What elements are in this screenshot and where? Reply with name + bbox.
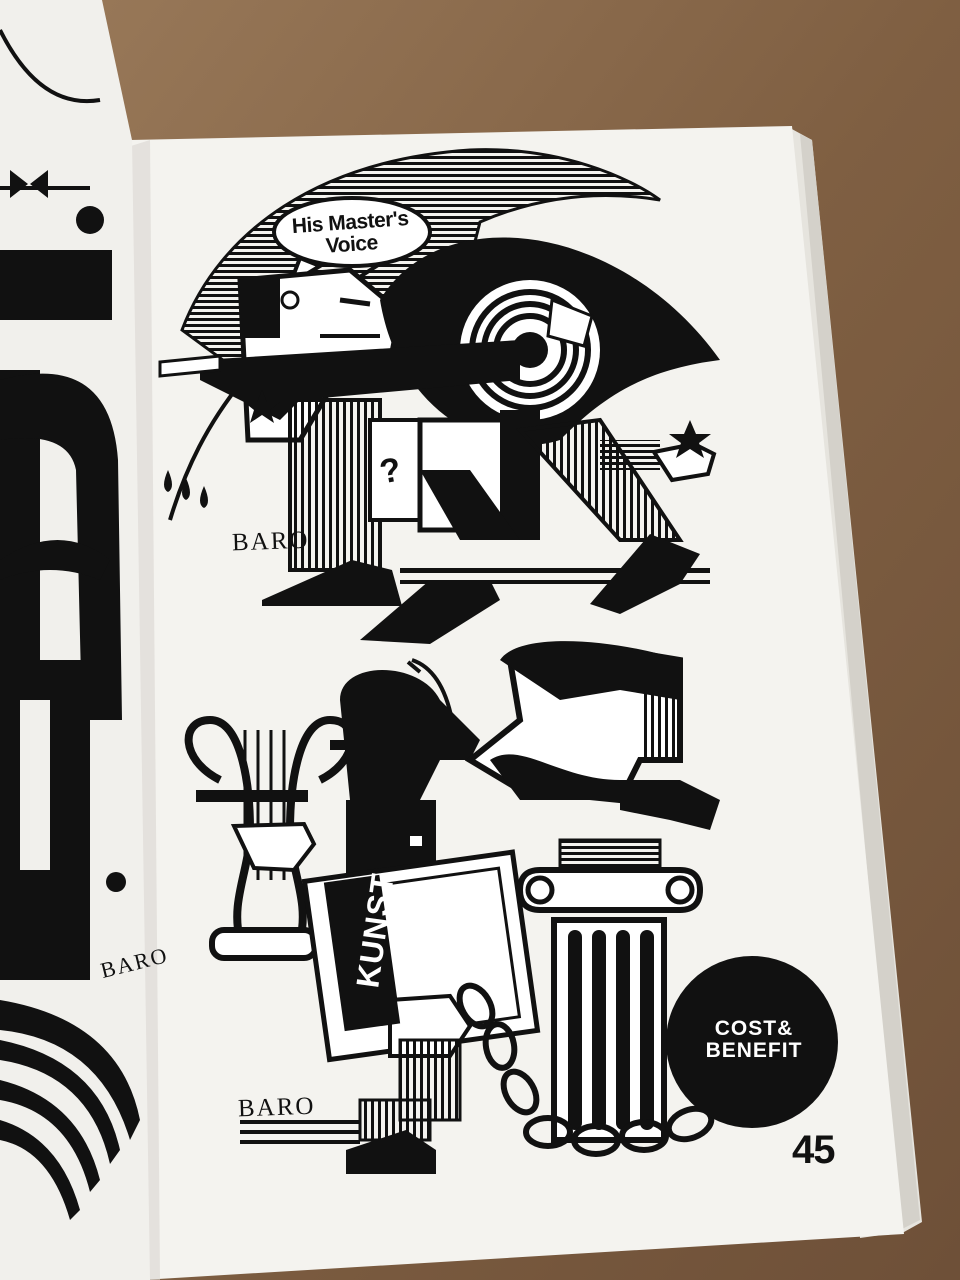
laurel-man-head — [340, 670, 480, 800]
page-number: 45 — [792, 1128, 835, 1172]
laurel-wreath — [406, 658, 454, 721]
column-icon — [516, 838, 704, 1143]
shoe — [262, 560, 402, 606]
ink-drop-icon — [164, 470, 172, 492]
speech-bubble — [272, 196, 432, 268]
arm — [200, 340, 520, 420]
top-illustration — [158, 148, 720, 644]
artist-signature-bottom: BARO — [237, 1092, 316, 1123]
shoe — [590, 534, 700, 614]
man-body — [288, 398, 382, 572]
cost-benefit-ball — [666, 956, 838, 1128]
ball-label: COST&BENEFIT — [705, 1017, 803, 1062]
hand — [230, 821, 317, 873]
star-icon — [669, 420, 711, 458]
left-page-artwork — [0, 29, 140, 1220]
hand — [620, 780, 720, 830]
star-icon — [244, 390, 280, 423]
eye-icon — [380, 237, 720, 445]
artist-signature-top: BARO — [231, 526, 310, 557]
shoe — [360, 580, 500, 644]
